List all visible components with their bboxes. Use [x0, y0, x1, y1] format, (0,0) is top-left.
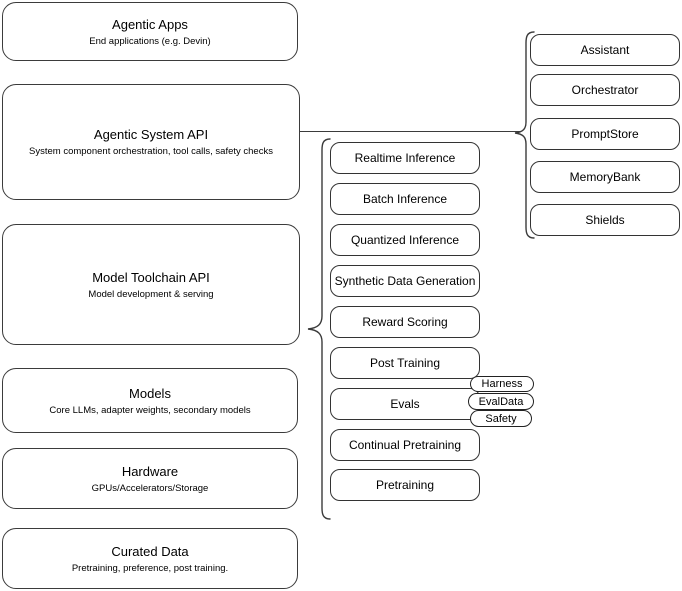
capability-chip-reward-scoring[interactable]: Reward Scoring — [330, 306, 480, 338]
brace-toolchain-capabilities — [306, 138, 332, 520]
layer-subtitle: Model development & serving — [88, 288, 214, 300]
capability-chip-evals[interactable]: Evals — [330, 388, 480, 420]
capability-label: Realtime Inference — [354, 151, 456, 165]
layer-box-models[interactable]: Models Core LLMs, adapter weights, secon… — [2, 368, 298, 433]
capability-chip-batch-inference[interactable]: Batch Inference — [330, 183, 480, 215]
capability-chip-realtime-inference[interactable]: Realtime Inference — [330, 142, 480, 174]
layer-subtitle: Pretraining, preference, post training. — [71, 562, 229, 574]
layer-title: Models — [129, 385, 171, 401]
brace-system-components — [514, 31, 536, 240]
capability-label: Reward Scoring — [362, 315, 448, 329]
layer-title: Agentic System API — [93, 127, 209, 142]
component-label: Shields — [585, 213, 625, 227]
capability-chip-synthetic-data-generation[interactable]: Synthetic Data Generation — [330, 265, 480, 297]
capability-chip-quantized-inference[interactable]: Quantized Inference — [330, 224, 480, 256]
eval-pill-evaldata[interactable]: EvalData — [468, 393, 534, 410]
eval-pill-label: EvalData — [478, 395, 524, 408]
layer-box-model-toolchain-api[interactable]: Model Toolchain API Model development & … — [2, 224, 300, 345]
eval-pill-label: Safety — [485, 412, 517, 425]
eval-pill-safety[interactable]: Safety — [470, 410, 532, 427]
capability-label: Pretraining — [375, 478, 435, 492]
eval-pill-label: Harness — [481, 378, 523, 390]
capability-label: Batch Inference — [362, 192, 448, 206]
component-label: PromptStore — [571, 127, 639, 141]
capability-chip-continual-pretraining[interactable]: Continual Pretraining — [330, 429, 480, 461]
layer-box-hardware[interactable]: Hardware GPUs/Accelerators/Storage — [2, 448, 298, 509]
component-label: Orchestrator — [571, 83, 639, 97]
layer-subtitle: GPUs/Accelerators/Storage — [91, 482, 209, 494]
capability-label: Synthetic Data Generation — [334, 274, 476, 288]
layer-subtitle: Core LLMs, adapter weights, secondary mo… — [49, 404, 251, 416]
component-chip-assistant[interactable]: Assistant — [530, 34, 680, 66]
capability-chip-post-training[interactable]: Post Training — [330, 347, 480, 379]
component-chip-promptstore[interactable]: PromptStore — [530, 118, 680, 150]
layer-title: Agentic Apps — [112, 16, 188, 32]
component-label: Assistant — [580, 43, 630, 57]
capability-label: Post Training — [369, 356, 441, 370]
layer-title: Curated Data — [111, 543, 189, 559]
layer-title: Model Toolchain API — [92, 269, 210, 285]
layer-box-curated-data[interactable]: Curated Data Pretraining, preference, po… — [2, 528, 298, 589]
capability-chip-pretraining[interactable]: Pretraining — [330, 469, 480, 501]
component-chip-memorybank[interactable]: MemoryBank — [530, 161, 680, 193]
layer-subtitle: System component orchestration, tool cal… — [29, 146, 273, 157]
component-label: MemoryBank — [569, 170, 641, 184]
eval-pill-harness[interactable]: Harness — [470, 376, 534, 392]
layer-title: Hardware — [121, 463, 179, 479]
connector-system-api-to-components — [300, 131, 520, 132]
capability-label: Quantized Inference — [350, 233, 460, 247]
layer-subtitle: End applications (e.g. Devin) — [89, 35, 211, 47]
layer-box-agentic-system-api[interactable]: Agentic System API System component orch… — [2, 84, 300, 200]
component-chip-shields[interactable]: Shields — [530, 204, 680, 236]
capability-label: Evals — [390, 397, 420, 411]
layer-box-agentic-apps[interactable]: Agentic Apps End applications (e.g. Devi… — [2, 2, 298, 61]
component-chip-orchestrator[interactable]: Orchestrator — [530, 74, 680, 106]
capability-label: Continual Pretraining — [348, 438, 462, 452]
